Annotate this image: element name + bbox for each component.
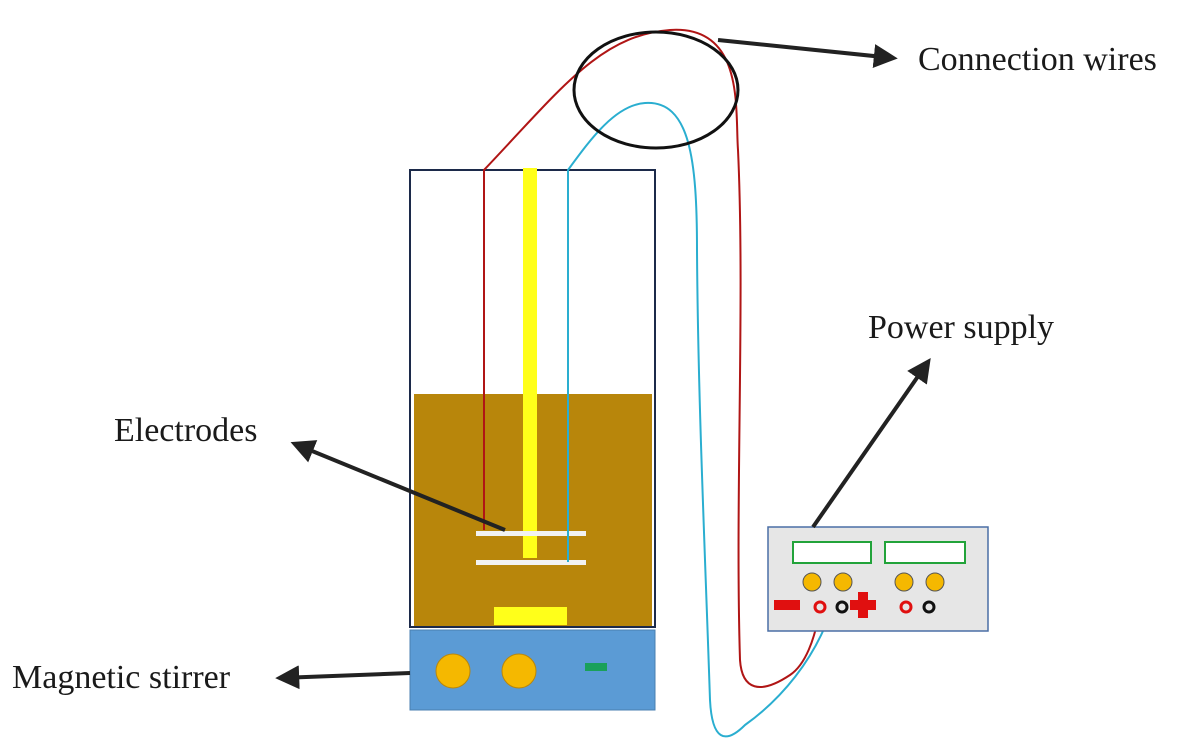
power-supply <box>767 526 989 632</box>
power-display-left <box>792 541 872 564</box>
stirrer-knob-right <box>501 653 537 689</box>
electrode-bottom <box>476 560 586 565</box>
wire-red <box>483 28 821 688</box>
stirrer-indicator <box>585 663 607 671</box>
terminal-black-2 <box>922 600 936 614</box>
stirrer-knob-left <box>435 653 471 689</box>
arrow-connection-wires <box>717 38 898 68</box>
arrow-magnetic-stirrer <box>275 665 411 690</box>
power-knob-3 <box>894 572 914 592</box>
arrow-power-supply <box>811 358 931 529</box>
stir-bar <box>494 607 567 625</box>
terminal-red-1 <box>813 600 827 614</box>
power-knob-1 <box>802 572 822 592</box>
connection-wires-highlight <box>572 30 740 150</box>
electrode-top <box>476 531 586 536</box>
power-knob-2 <box>833 572 853 592</box>
label-power-supply: Power supply <box>868 309 1054 346</box>
power-knob-4 <box>925 572 945 592</box>
power-display-right <box>884 541 966 564</box>
arrow-electrodes <box>290 440 506 532</box>
terminal-black-1 <box>835 600 849 614</box>
minus-sign-icon <box>774 600 800 610</box>
wire-blue <box>567 101 833 738</box>
plus-sign-icon <box>850 592 876 618</box>
label-magnetic-stirrer: Magnetic stirrer <box>12 659 231 696</box>
terminal-red-2 <box>899 600 913 614</box>
stir-rod <box>523 168 537 558</box>
label-electrodes: Electrodes <box>114 412 258 449</box>
label-connection-wires: Connection wires <box>918 41 1157 78</box>
